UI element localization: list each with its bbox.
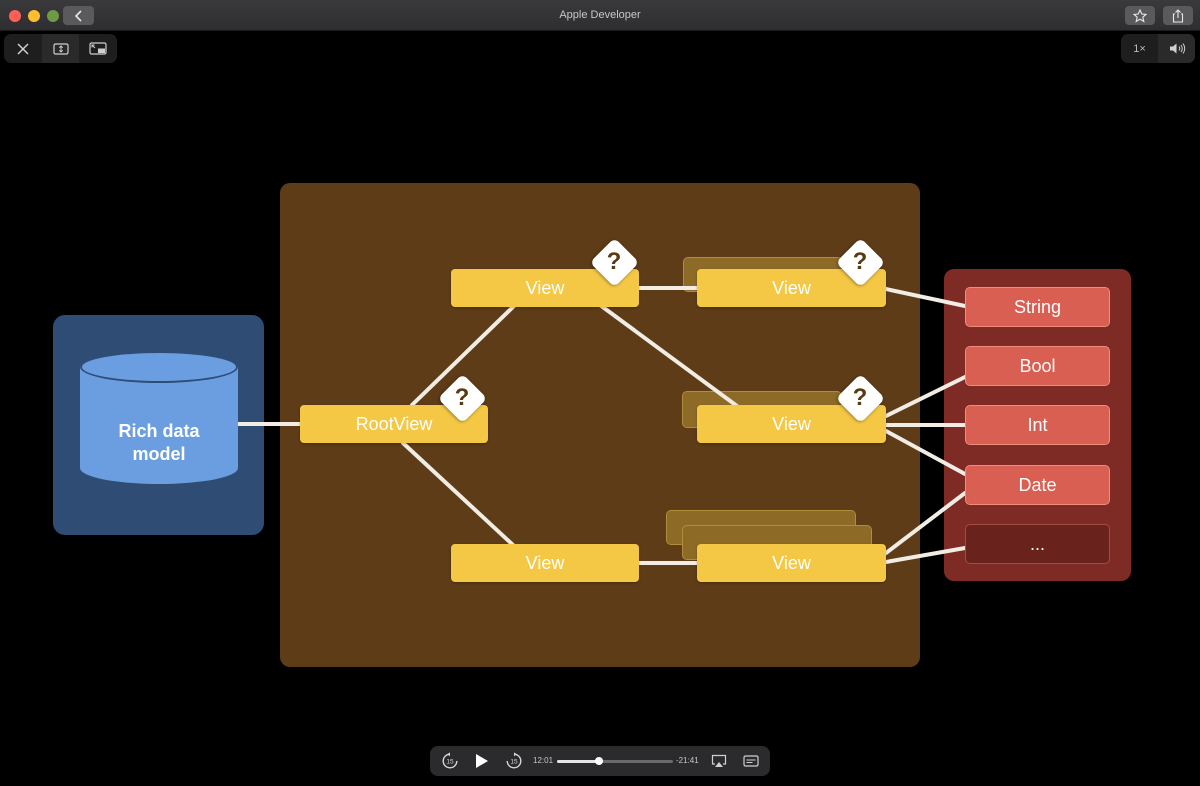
question-badge-icon: ? <box>835 373 885 423</box>
playback-speed-button[interactable]: 1× <box>1133 42 1146 55</box>
share-button[interactable] <box>1163 6 1193 25</box>
minimize-window-button[interactable] <box>28 10 40 22</box>
question-badge-icon: ? <box>437 373 487 423</box>
database-cylinder-top <box>80 351 238 383</box>
type-node-date: Date <box>965 465 1110 505</box>
view-node: View <box>697 544 886 582</box>
window-titlebar: Apple Developer <box>0 0 1200 31</box>
view-node: View <box>451 544 639 582</box>
skip-back-15-icon: 15 <box>442 752 458 769</box>
progress-track[interactable] <box>557 760 673 763</box>
video-audio-controls: 1× <box>1121 34 1195 63</box>
resize-video-button[interactable] <box>41 34 80 63</box>
skip-back-button[interactable]: 15 <box>440 751 460 771</box>
question-mark: ? <box>454 384 470 411</box>
type-node-string: String <box>965 287 1110 327</box>
progress-fill <box>557 760 599 763</box>
question-mark: ? <box>606 248 622 275</box>
zoom-window-button[interactable] <box>47 10 59 22</box>
elapsed-time: 12:01 <box>533 756 554 765</box>
skip-forward-15-icon: 15 <box>506 752 522 769</box>
airplay-button[interactable] <box>710 752 728 770</box>
close-window-button[interactable] <box>9 10 21 22</box>
question-badge-icon: ? <box>835 237 885 287</box>
type-node-more: ... <box>965 524 1110 564</box>
question-mark: ? <box>852 384 868 411</box>
chevron-left-icon <box>74 9 82 22</box>
star-icon <box>1133 8 1147 23</box>
type-node-bool: Bool <box>965 346 1110 386</box>
remaining-time: -21:41 <box>676 756 699 765</box>
type-node-int: Int <box>965 405 1110 445</box>
progress-scrubber-handle[interactable] <box>594 757 603 765</box>
picture-in-picture-button[interactable] <box>79 34 117 63</box>
database-cylinder <box>80 366 238 484</box>
video-window-controls <box>4 34 117 63</box>
resize-icon <box>52 42 69 55</box>
picture-in-picture-icon <box>89 42 107 55</box>
question-mark: ? <box>852 248 868 275</box>
skip-forward-button[interactable]: 15 <box>504 751 524 771</box>
skip-back-seconds: 15 <box>446 759 454 766</box>
back-button[interactable] <box>63 6 94 25</box>
volume-button[interactable] <box>1158 34 1195 63</box>
captions-icon <box>743 755 759 767</box>
play-icon <box>476 754 488 768</box>
share-icon <box>1172 8 1184 23</box>
data-model-label: Rich data model <box>118 421 200 464</box>
close-icon <box>17 42 29 55</box>
window-title: Apple Developer <box>559 9 641 21</box>
play-button[interactable] <box>472 751 492 771</box>
captions-button[interactable] <box>742 752 760 770</box>
airplay-icon <box>711 754 727 767</box>
bookmark-button[interactable] <box>1125 6 1155 25</box>
speaker-icon <box>1169 43 1185 54</box>
close-video-button[interactable] <box>4 34 42 63</box>
question-badge-icon: ? <box>589 237 639 287</box>
skip-forward-seconds: 15 <box>510 759 518 766</box>
